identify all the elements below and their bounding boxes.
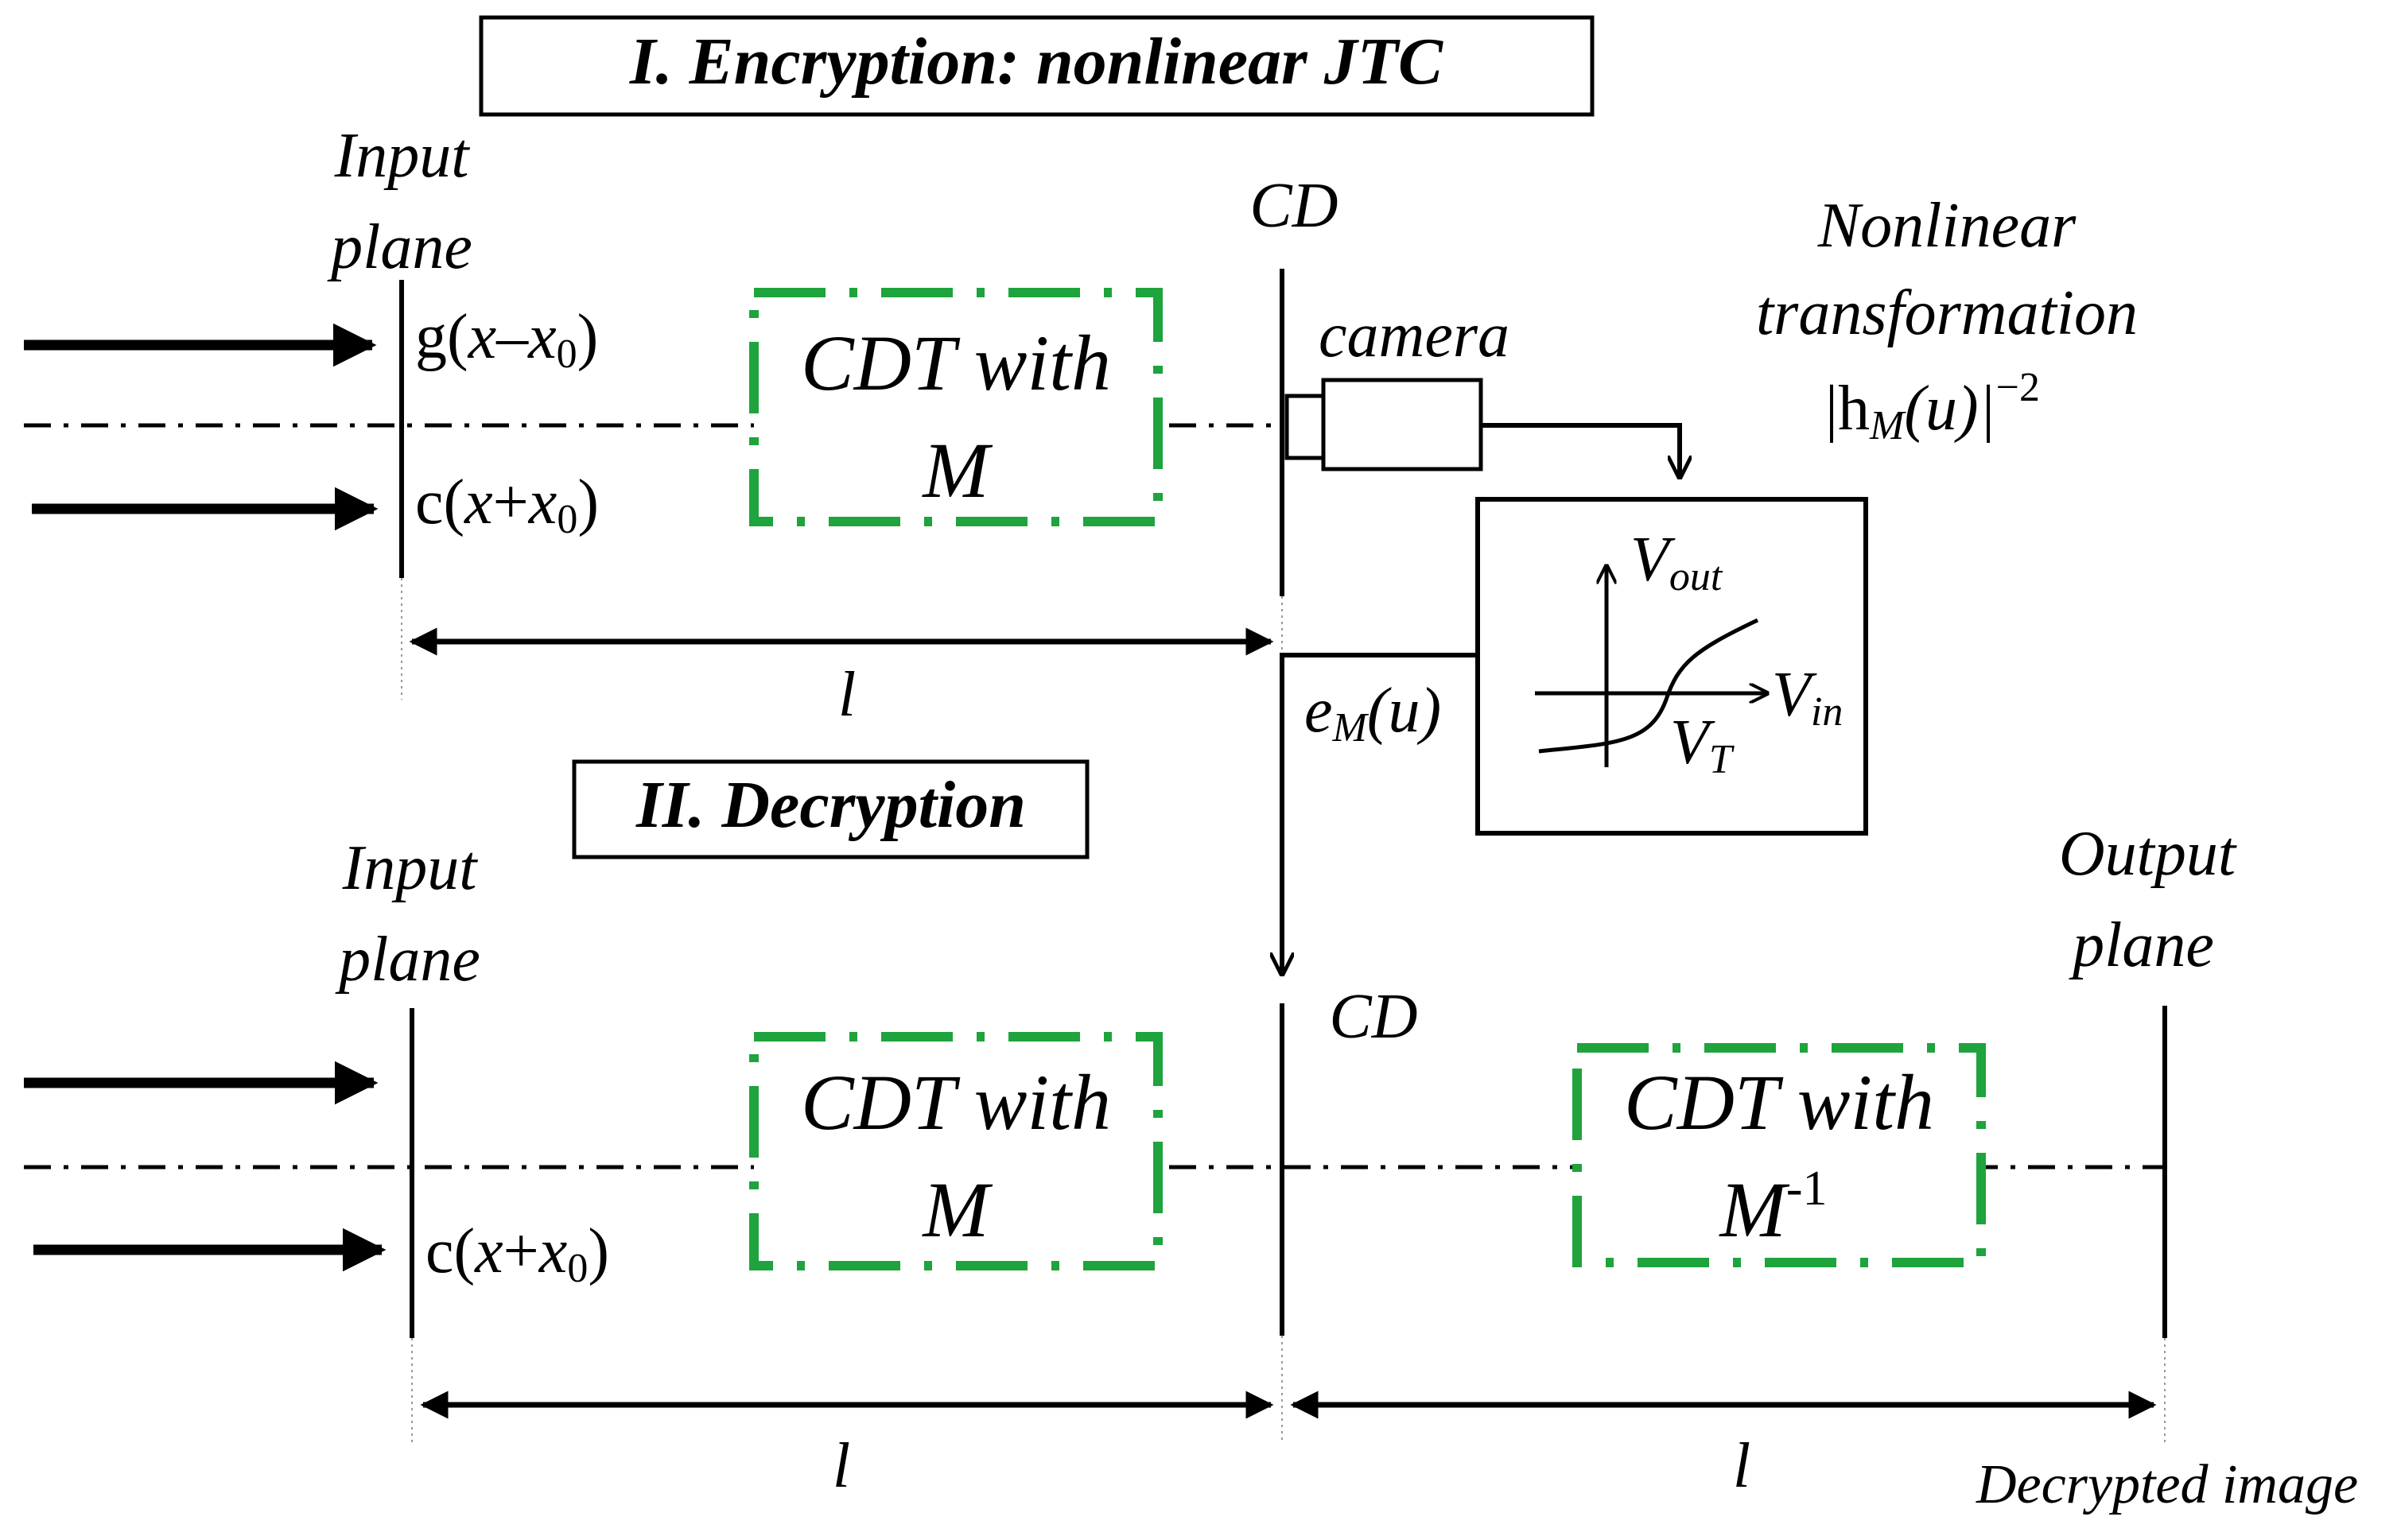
dec-cdt-box-m-inverse bbox=[1572, 1043, 1986, 1267]
enc-cdt-box bbox=[749, 288, 1163, 526]
g-function-label: g(x–x0) bbox=[415, 302, 598, 377]
camera-lens bbox=[1284, 394, 1326, 460]
em-function-label: eM(u) bbox=[1304, 676, 1441, 751]
dec-distance-label-2: l bbox=[1733, 1431, 1750, 1501]
c-function-label: c(x+x0) bbox=[415, 467, 599, 542]
vt-label: VT bbox=[1670, 708, 1735, 782]
output-plane-label-2: plane bbox=[2069, 910, 2214, 980]
enc-cdt-label-1: CDT with bbox=[801, 319, 1111, 407]
em-feed-arrow bbox=[1282, 653, 1478, 974]
enc-cdt-label-2: M bbox=[921, 426, 993, 514]
decryption-title: II. Decryption bbox=[635, 768, 1026, 842]
decrypted-image-label: Decrypted image bbox=[1976, 1454, 2358, 1515]
decryption-title-box bbox=[572, 759, 1090, 859]
output-plane-label-1: Output bbox=[2059, 819, 2237, 889]
vout-label: Vout bbox=[1630, 525, 1723, 599]
dec-input-plane-label-2: plane bbox=[335, 925, 480, 995]
encryption-title-box bbox=[479, 15, 1595, 117]
nonlinear-label-1: Nonlinear bbox=[1817, 191, 2077, 261]
enc-input-plane-label-1: Input bbox=[334, 121, 471, 191]
dec-cdt-minv-label-2: M-1 bbox=[1719, 1162, 1828, 1254]
nonlinear-label-2: transformation bbox=[1756, 278, 2138, 348]
encryption-title: I. Encryption: nonlinear JTC bbox=[629, 25, 1443, 99]
dec-distance-label-1: l bbox=[833, 1431, 850, 1501]
nonlinear-transfer-curve bbox=[1538, 618, 1759, 754]
hm-function-label: |hM(u)|−2 bbox=[1825, 365, 2040, 448]
dec-input-plane-label-1: Input bbox=[342, 833, 479, 903]
dec-cdt-m-label-1: CDT with bbox=[801, 1058, 1111, 1146]
camera-body bbox=[1321, 378, 1483, 471]
dec-c-function-label: c(x+x0) bbox=[425, 1216, 609, 1291]
camera-label: camera bbox=[1319, 301, 1509, 370]
vin-label: Vin bbox=[1772, 660, 1843, 735]
enc-distance-label: l bbox=[838, 660, 856, 730]
enc-cd-label: CD bbox=[1249, 171, 1338, 241]
dec-cdt-minv-label-1: CDT with bbox=[1624, 1058, 1934, 1146]
dec-cdt-box-m bbox=[749, 1032, 1163, 1270]
dec-cd-label: CD bbox=[1329, 982, 1417, 1052]
camera-to-nonlinear-arrow bbox=[1481, 423, 1680, 477]
nonlinear-box bbox=[1475, 497, 1868, 836]
enc-input-plane-label-2: plane bbox=[327, 212, 472, 282]
dec-cdt-m-label-2: M bbox=[921, 1166, 993, 1254]
